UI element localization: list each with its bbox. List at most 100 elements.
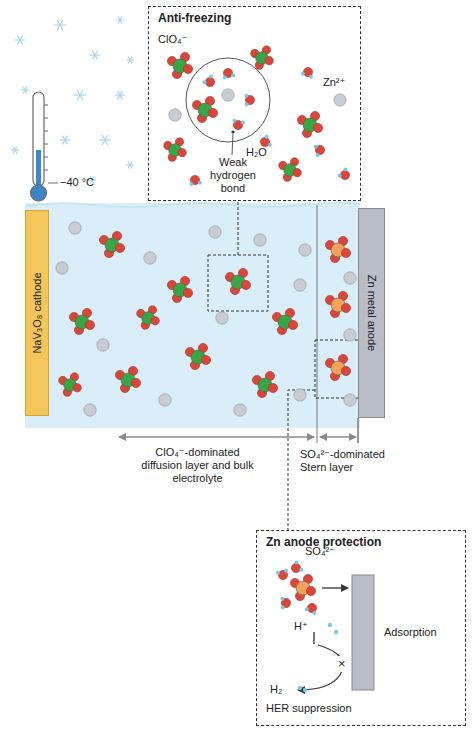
snowflake-arm [93,51,98,60]
water-hydrogen [209,75,213,79]
zinc-ion [169,109,181,121]
zinc-ion [299,244,311,256]
water-hydrogen [284,568,288,572]
zinc-ion [222,89,234,101]
temperature-label: −40 °C [60,176,94,189]
snowflake-arm [128,162,132,169]
oxygen-atom [183,64,192,73]
thermometer-bulb [31,185,47,201]
her-arrow [313,632,314,644]
snowflake-arm [118,91,123,100]
bond-label: Weak hydrogen bond [206,156,260,196]
zinc-ion [344,272,356,284]
oxygen-atom [85,320,94,329]
process-label: Adsorption [384,626,437,639]
water-hydrogen [281,605,285,609]
water-hydrogen [338,174,342,178]
adsorption-arrow [322,587,348,588]
snowflake-arm [77,90,83,100]
water-hydrogen [305,607,309,611]
snowflake-arm [63,136,68,145]
zinc-ion [144,252,156,264]
ion-label: H⁺ [294,620,308,633]
snowflake-arm [118,17,122,24]
snowflake-arm [18,36,23,45]
snowflake-arm [13,147,17,154]
snowflake-arm [118,17,122,24]
detail-box [315,340,363,398]
water-hydrogen [343,168,347,172]
zinc-ion [344,394,356,406]
snowflake-arm [118,91,123,100]
water-hydrogen [244,94,248,98]
snowflake-arm [77,90,83,100]
water-hydrogen [268,143,272,147]
snowflake-arm [57,20,63,30]
snowflake-arm [128,57,132,64]
zinc-ion [216,312,228,324]
thermometer-column [36,150,41,188]
region-label: SO₄²⁻-dominated Stern layer [300,448,410,474]
oxygen-atom [313,123,322,132]
water-hydrogen [241,120,245,124]
water-hydrogen [316,153,320,157]
oxygen-atom [341,248,350,257]
oxygen-atom [241,280,250,289]
zinc-ion [159,394,171,406]
snowflake-arm [13,147,17,154]
electrolyte-surface [25,203,360,207]
oxygen-atom [115,243,124,252]
zn-plate [352,575,374,690]
leader-line [238,201,239,255]
zinc-ion [234,404,246,416]
molecules [56,46,356,692]
zinc-ion [294,389,306,401]
water-hydrogen [231,73,235,77]
block-mark: × [337,656,347,672]
electrode-label: NaV₃O₈ cathode [31,272,43,353]
water-hydrogen [312,611,316,615]
oxygen-atom [73,384,81,392]
zinc-ion [294,279,306,291]
water-hydrogen [245,102,249,106]
detail-box [208,255,268,311]
solvation-shell [186,58,270,142]
leader-line [48,183,58,184]
water-hydrogen [198,181,202,185]
hydrogen-atom [328,623,332,627]
zinc-ion [254,234,266,246]
water-hydrogen [314,145,318,149]
molecule-label: H₂O [246,146,267,159]
oxygen-atom [306,586,315,595]
oxygen-atom [293,169,301,177]
water-oxygen [291,563,300,572]
dimension-arrow [119,436,314,438]
zinc-ion [84,404,96,416]
molecule-label: H₂ [270,683,282,696]
snowflake-arm [23,87,27,94]
water-hydrogen [294,561,298,565]
oxygen-atom [151,317,159,325]
snowflake-arm [102,135,108,145]
oxygen-atom [208,108,217,117]
ion-label: SO₄²⁻ [305,545,335,558]
zinc-ion [344,329,356,341]
snowflake-arm [128,162,132,169]
oxygen-atom [183,288,192,297]
cathode-bar: NaV₃O₈ cathode [25,210,49,416]
dimension-arrow [320,436,356,438]
snowflake-arm [93,51,98,60]
oxygen-atom [131,378,140,387]
zinc-ion [97,339,109,351]
snowflake-arm [128,57,132,64]
zinc-ion [69,222,81,234]
process-label: HER suppression [266,702,352,715]
snowflakes [11,17,134,184]
electrolyte [25,203,360,428]
snowflake-arm [23,87,27,94]
snowflake-arm [18,36,23,45]
water-hydrogen [276,571,280,575]
snowflake-arm [63,136,68,145]
water-oxygen [205,77,214,86]
ion-label: ClO₄⁻ [158,33,187,46]
